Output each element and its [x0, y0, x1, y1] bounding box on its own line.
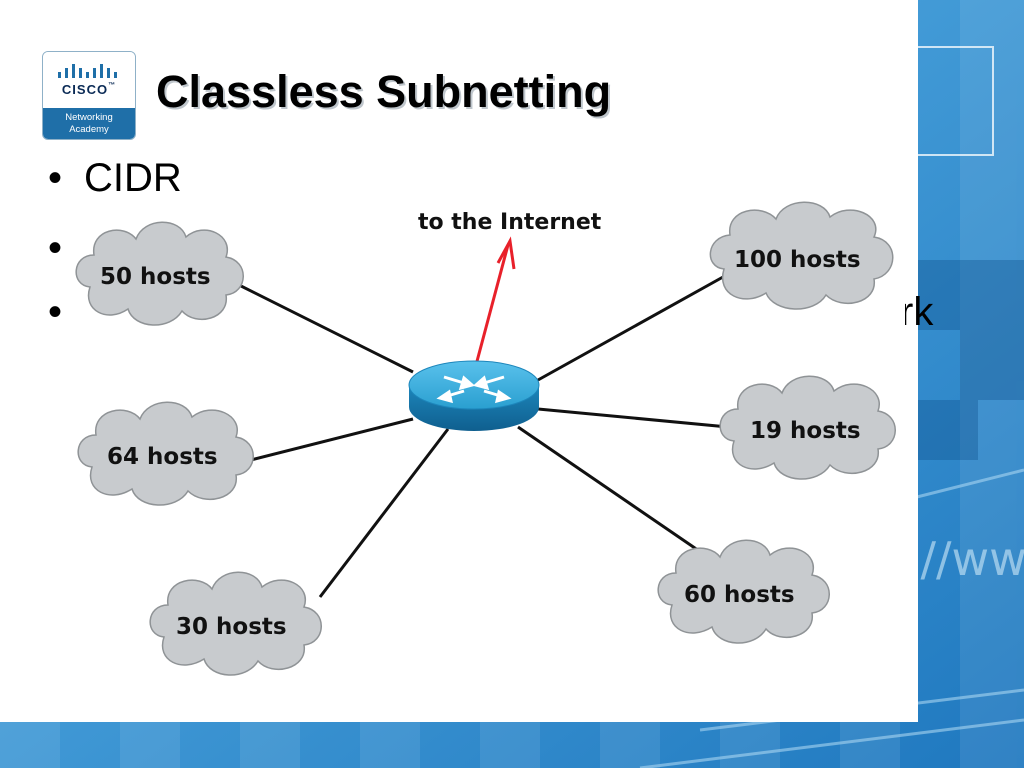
logo-trademark: ™: [108, 82, 117, 89]
cisco-networking-academy-logo: CISCO™ Networking Academy: [42, 51, 136, 140]
network-diagram-svg: to the Internet 50 hosts 100 hosts: [75, 201, 896, 676]
logo-brand: CISCO™: [43, 82, 135, 97]
background-watermark: ://www: [905, 532, 1024, 586]
cloud-30-hosts: 30 hosts: [149, 571, 322, 676]
logo-brand-text: CISCO: [61, 82, 109, 97]
bullet-item-2: •: [48, 226, 84, 271]
bullet-item-3-tail: rk: [900, 290, 933, 335]
cloud-label-100-hosts: 100 hosts: [734, 247, 861, 273]
title-frame: [38, 46, 994, 156]
bullet-dot: •: [48, 156, 63, 200]
logo-line1: Networking: [65, 112, 113, 123]
link-64-hosts: [242, 417, 414, 464]
cisco-bars-icon: [58, 64, 117, 78]
connection-lines: [232, 275, 729, 598]
link-100-hosts: [537, 275, 724, 382]
cloud-label-30-hosts: 30 hosts: [176, 614, 287, 640]
cloud-label-64-hosts: 64 hosts: [107, 444, 218, 470]
cloud-label-50-hosts: 50 hosts: [100, 264, 211, 290]
cloud-64-hosts: 64 hosts: [77, 401, 254, 506]
bullet-text-3-suffix: rk: [900, 290, 934, 334]
link-30-hosts: [318, 428, 450, 598]
logo-caption: Networking Academy: [43, 108, 135, 139]
cloud-60-hosts: 60 hosts: [657, 539, 830, 644]
bullet-item-1: • CIDR: [48, 156, 182, 201]
bullet-text-1: CIDR: [84, 156, 182, 200]
link-19-hosts: [537, 407, 729, 429]
cloud-label-60-hosts: 60 hosts: [684, 582, 795, 608]
logo-line2: Academy: [69, 124, 109, 135]
cloud-19-hosts: 19 hosts: [719, 375, 896, 480]
router-icon: [408, 360, 540, 431]
network-diagram: to the Internet 50 hosts 100 hosts: [68, 197, 905, 677]
link-60-hosts: [517, 425, 709, 559]
cloud-50-hosts: 50 hosts: [75, 221, 244, 326]
bullet-item-3: •: [48, 290, 84, 335]
link-50-hosts: [232, 280, 414, 374]
logo-top: CISCO™: [43, 52, 135, 108]
internet-uplink-arrow: [474, 236, 516, 366]
cloud-label-19-hosts: 19 hosts: [750, 418, 861, 444]
slide-title: Classless Subnetting: [156, 66, 612, 117]
cloud-100-hosts: 100 hosts: [709, 201, 894, 310]
internet-label: to the Internet: [418, 210, 602, 235]
bullet-dot: •: [48, 226, 63, 270]
bullet-dot: •: [48, 290, 63, 334]
